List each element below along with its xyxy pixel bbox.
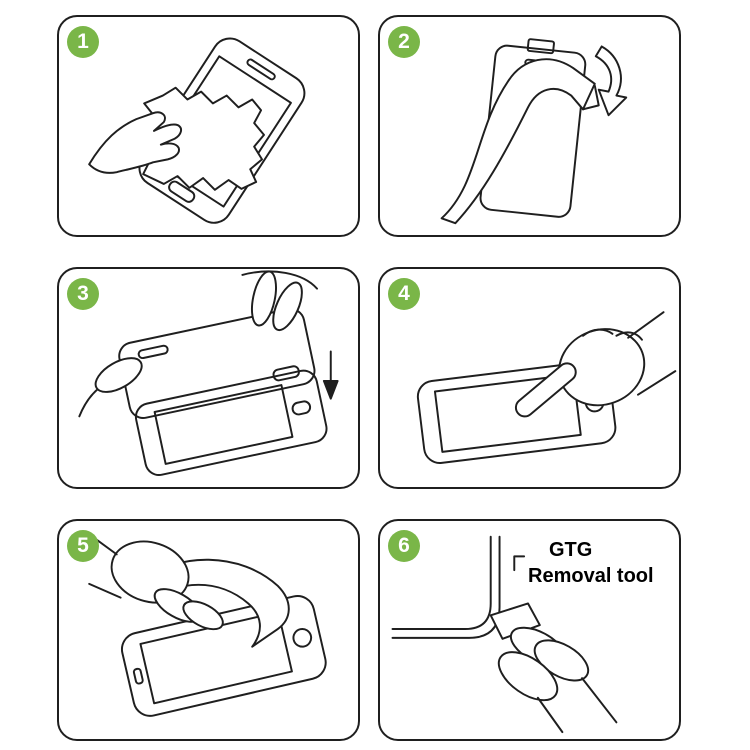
peel-film-illustration — [440, 38, 628, 225]
pinching-fingers — [497, 626, 590, 702]
removal-tool-label-line1: GTG — [549, 539, 593, 561]
step-2-number-badge: 2 — [388, 26, 420, 58]
curved-peel-arrow-icon — [594, 45, 628, 117]
hand-holding-cloth — [88, 111, 183, 174]
step-2-panel: 2 — [378, 15, 681, 237]
peeling-film — [440, 58, 596, 225]
step-5-number-badge: 5 — [67, 530, 99, 562]
removal-tool-label: GTG Removal tool — [528, 537, 654, 589]
smooth-film-illustration — [86, 531, 327, 717]
step-4-number-badge: 4 — [388, 278, 420, 310]
step-3-number-badge: 3 — [67, 278, 99, 310]
film-tab — [582, 84, 600, 111]
phone-outline — [134, 369, 328, 476]
step-1-panel: 1 — [57, 15, 360, 237]
wrist-line — [627, 311, 665, 339]
press-screen-illustration — [416, 311, 677, 464]
hand-holding-film — [110, 540, 224, 631]
wrist-line — [88, 582, 122, 599]
align-protector-illustration — [78, 270, 339, 476]
phone-outline — [120, 595, 327, 717]
step-6-panel: 6 GTG Removal tool — [378, 519, 681, 741]
removal-tool — [489, 602, 541, 640]
down-arrow-icon — [322, 350, 339, 400]
step-6-number-badge: 6 — [388, 530, 420, 562]
step-3-panel: 3 — [57, 267, 360, 489]
step-1-number-badge: 1 — [67, 26, 99, 58]
knuckle-line — [582, 328, 614, 337]
right-hand-fingers — [241, 270, 318, 332]
wrist-line — [637, 370, 677, 396]
removal-tool-label-line2: Removal tool — [528, 565, 654, 587]
left-thumb — [78, 357, 143, 418]
label-callout-line — [513, 555, 526, 572]
knuckle-line — [615, 331, 643, 341]
screen-corner — [391, 535, 501, 639]
wrist-line — [536, 696, 564, 734]
removal-tool-illustration — [391, 535, 618, 734]
pressing-hand — [514, 328, 646, 418]
wrist-line — [581, 677, 618, 724]
step-4-panel: 4 — [378, 267, 681, 489]
step-5-panel: 5 — [57, 519, 360, 741]
clean-screen-illustration — [88, 37, 306, 224]
